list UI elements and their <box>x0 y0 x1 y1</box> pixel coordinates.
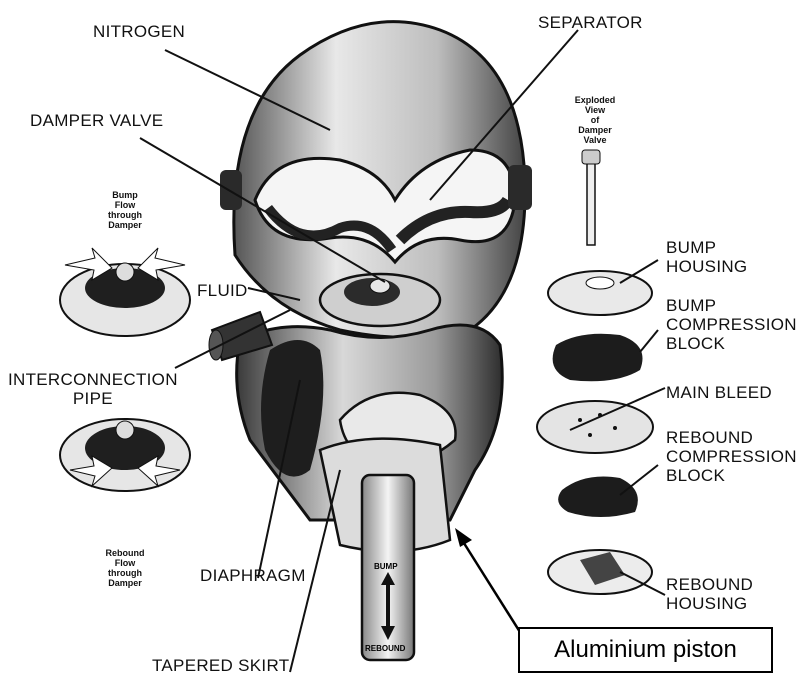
exploded-parts <box>537 150 653 594</box>
label-interconnection-pipe: INTERCONNECTION PIPE <box>8 370 178 408</box>
label-bump-compression-block: BUMP COMPRESSION BLOCK <box>666 296 797 353</box>
label-bump-flow: Bump Flow through Damper <box>95 190 155 230</box>
label-rebound-flow: Rebound Flow through Damper <box>95 548 155 588</box>
label-damper-valve: DAMPER VALVE <box>30 111 163 130</box>
rod-label-bump: BUMP <box>374 562 398 571</box>
label-tapered-skirt: TAPERED SKIRT <box>152 656 289 675</box>
lower-body <box>209 312 502 551</box>
label-exploded-view: Exploded View of Damper Valve <box>565 95 625 145</box>
aluminium-piston-callout: Aluminium piston <box>518 627 773 673</box>
rod-label-rebound: REBOUND <box>365 644 405 653</box>
label-main-bleed: MAIN BLEED <box>666 383 772 402</box>
rebound-flow-illustration <box>60 419 190 491</box>
label-diaphragm: DIAPHRAGM <box>200 566 306 585</box>
bump-flow-illustration <box>60 248 190 336</box>
label-fluid: FLUID <box>197 281 248 300</box>
label-nitrogen: NITROGEN <box>93 22 185 41</box>
label-rebound-housing: REBOUND HOUSING <box>666 575 753 613</box>
label-separator: SEPARATOR <box>538 13 643 32</box>
label-bump-housing: BUMP HOUSING <box>666 238 747 276</box>
damper-valve-core <box>320 274 440 326</box>
callout-arrow <box>455 528 525 640</box>
label-rebound-compression-block: REBOUND COMPRESSION BLOCK <box>666 428 797 485</box>
